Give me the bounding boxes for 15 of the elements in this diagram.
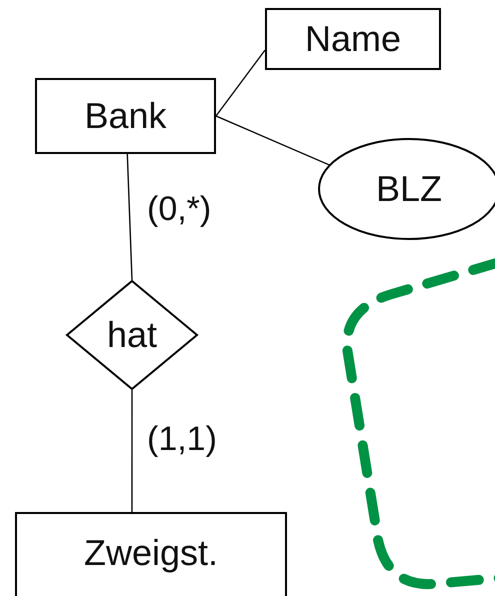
node-label: Bank <box>84 95 167 137</box>
node-label: BLZ <box>376 168 442 210</box>
entity-box <box>265 8 441 70</box>
relationship-diamond <box>66 280 198 390</box>
connector-line <box>216 115 331 166</box>
cardinality-label: (0,*) <box>147 190 212 229</box>
node-label: Name <box>304 18 402 60</box>
node-label: Zweigst. <box>84 532 218 574</box>
entity-box <box>35 78 216 154</box>
node-label: hat <box>106 314 158 356</box>
connector-line <box>131 390 133 512</box>
connector-line <box>126 154 133 280</box>
cardinality-label: (1,1) <box>147 420 217 459</box>
connector-line <box>215 50 266 116</box>
entity-box <box>15 512 287 596</box>
